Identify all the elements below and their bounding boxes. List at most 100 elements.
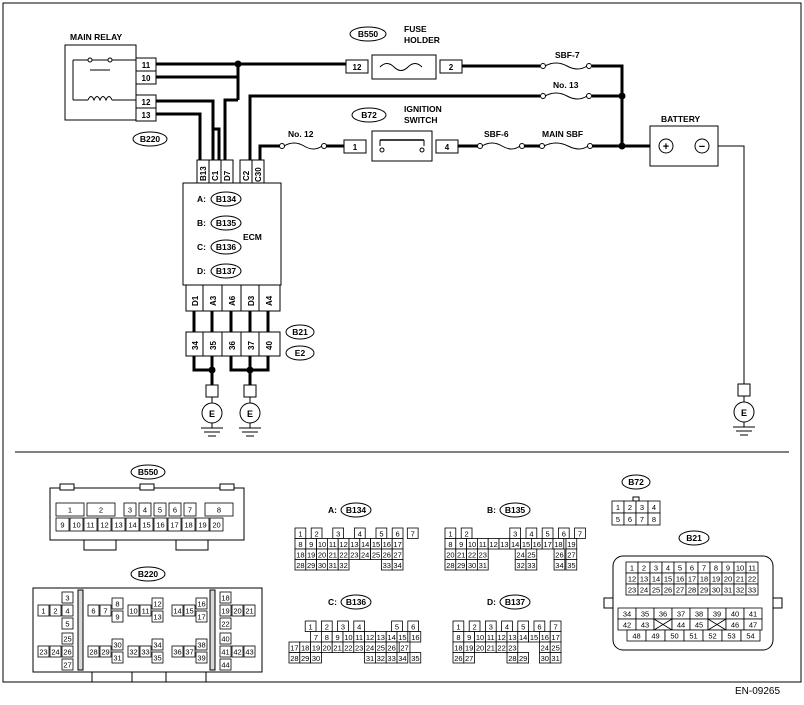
cv-b137-pin-24: 24: [541, 643, 549, 652]
cv-b134-pin-3: 3: [336, 529, 340, 538]
cv-b134-pin-31: 31: [329, 561, 337, 570]
fuse-holder-pin-left: 12: [353, 63, 362, 72]
cv-b21-pin-15: 15: [664, 575, 672, 584]
cv-b135-pin-23: 23: [479, 550, 487, 559]
cv-b136-pin-34: 34: [398, 654, 406, 663]
cv-b21-pin-54-cell: [740, 629, 761, 642]
cv-b72-tag: B72: [628, 477, 644, 487]
no12-fuse: [283, 142, 323, 150]
cv-b134-pin-12: 12: [339, 540, 347, 549]
cv-b550-pin-1-cell: [55, 502, 85, 517]
cv-b21-pin-1: 1: [630, 564, 634, 573]
cv-b136-pin-28: 28: [290, 654, 298, 663]
cv-b550-pin-5-cell: [153, 502, 167, 517]
cv-b136-pin-11: 11: [355, 633, 363, 642]
cv-b137-pin-14: 14: [519, 633, 527, 642]
ecm-conn-b135: B135: [216, 218, 237, 228]
cv-b550-pin-13: 13: [114, 521, 122, 530]
relay-pin-12: 12: [142, 98, 151, 107]
cv-b220-pin-6-cell: [87, 604, 100, 617]
cv-b135-pin-35: 35: [567, 561, 575, 570]
cv-b135-pin-1: 1: [448, 529, 452, 538]
cv-b220-pin-32-cell: [127, 645, 140, 658]
cv-b136-pin-6: 6: [411, 622, 415, 631]
cv-b137-pin-29-cell: [517, 652, 529, 664]
cv-b21-pin-27: 27: [676, 586, 684, 595]
cv-b136-pin-24: 24: [366, 643, 374, 652]
cv-b21-pin-24: 24: [640, 586, 648, 595]
cv-b21-pin-50: 50: [670, 632, 678, 641]
cv-b135-pin-16: 16: [533, 540, 541, 549]
cv-b220-pin-1: 1: [41, 607, 45, 616]
cv-b135-pin-21: 21: [457, 550, 465, 559]
cv-b21-pin-28: 28: [688, 586, 696, 595]
cv-b21-pin-31: 31: [724, 586, 732, 595]
cv-b134-pin-10: 10: [318, 540, 326, 549]
cv-b220-pin-21-cell: [243, 604, 256, 617]
cv-b21-pin-4: 4: [666, 564, 670, 573]
cv-b134-pin-17: 17: [393, 540, 401, 549]
cv-b550-pin-1: 1: [68, 506, 72, 515]
cv-b135-pin-28: 28: [446, 561, 454, 570]
cv-b21-tag-oval: [678, 530, 710, 546]
cv-b136-pin-15: 15: [398, 633, 406, 642]
cv-b137-pin-31-cell: [549, 652, 562, 664]
cv-b134-pin-21: 21: [329, 550, 337, 559]
ignition-pin-left-box: [343, 139, 367, 154]
cv-b220-tag: B220: [138, 569, 159, 579]
cv-b21-pin-45: 45: [695, 621, 703, 630]
cv-b137-pin-25: 25: [551, 643, 559, 652]
cv-b137-pin-9: 9: [467, 633, 471, 642]
cv-b135-pin-15: 15: [522, 540, 530, 549]
cv-b220-pin-16-cell: [195, 597, 208, 610]
cv-b135-pin-27: 27: [567, 550, 575, 559]
cv-b135-pin-6: 6: [562, 529, 566, 538]
cv-b72-pin-5: 5: [616, 515, 620, 524]
cv-b21-pin-54: 54: [746, 632, 754, 641]
ground-label-3: E: [741, 408, 747, 418]
cv-b21-pin-6: 6: [690, 564, 694, 573]
cv-b220-pin-4: 4: [65, 607, 69, 616]
battery-title: BATTERY: [661, 114, 701, 124]
cv-b220-pin-14: 14: [173, 607, 181, 616]
cv-b21-pin-49: 49: [651, 632, 659, 641]
cv-b21-pin-47: 47: [749, 621, 757, 630]
cv-b220-pin-41-cell: [219, 645, 232, 658]
b72-tag-oval: [351, 107, 387, 123]
cv-b220-pin-11: 11: [142, 607, 150, 616]
cv-b550-pin-12-cell: [97, 517, 112, 532]
cv-b220-pin-33: 33: [141, 648, 149, 657]
wire-junctions: [208, 60, 626, 374]
cv-b220-pin-18-cell: [219, 591, 232, 604]
cv-b21-pin-9: 9: [726, 564, 730, 573]
cv-b135-pin-29: 29: [457, 561, 465, 570]
fuse-holder-title-2: HOLDER: [404, 35, 440, 45]
cv-b137-pin-17: 17: [551, 633, 559, 642]
cv-b21-pin-33-cell: [745, 583, 759, 596]
cv-b21-pin-16: 16: [676, 575, 684, 584]
cv-b134-pin-20: 20: [318, 550, 326, 559]
cv-b220-pin-19-cell: [219, 604, 232, 617]
cv-b21-pin-39: 39: [713, 610, 721, 619]
cv-b134-pin-13: 13: [350, 540, 358, 549]
ecm-pin-c1: C1: [211, 170, 220, 181]
ground-label-2: E: [247, 409, 253, 419]
cv-b137-pin-1: 1: [456, 622, 460, 631]
cv-b135-pin-18: 18: [554, 540, 562, 549]
cv-b220-pin-12: 12: [153, 600, 161, 609]
cv-b550-pin-8-cell: [204, 502, 234, 517]
cv-b135-pin-13: 13: [500, 540, 508, 549]
cv-b550-tag-oval: [130, 464, 166, 480]
cv-b220-pin-2-cell: [49, 604, 62, 617]
fuse-holder-fuse: [379, 63, 423, 71]
cv-b135-pin-34-cell: [553, 559, 566, 571]
joint-tag-b21-oval: [285, 324, 315, 340]
cv-b220-pin-8-cell: [111, 597, 124, 610]
b72-tag: B72: [361, 110, 377, 120]
cv-b550-pin-7: 7: [188, 506, 192, 515]
cv-b220-pin-8: 8: [115, 600, 119, 609]
cv-b136-pin-3: 3: [341, 622, 345, 631]
cv-b220-pin-9: 9: [115, 613, 119, 622]
